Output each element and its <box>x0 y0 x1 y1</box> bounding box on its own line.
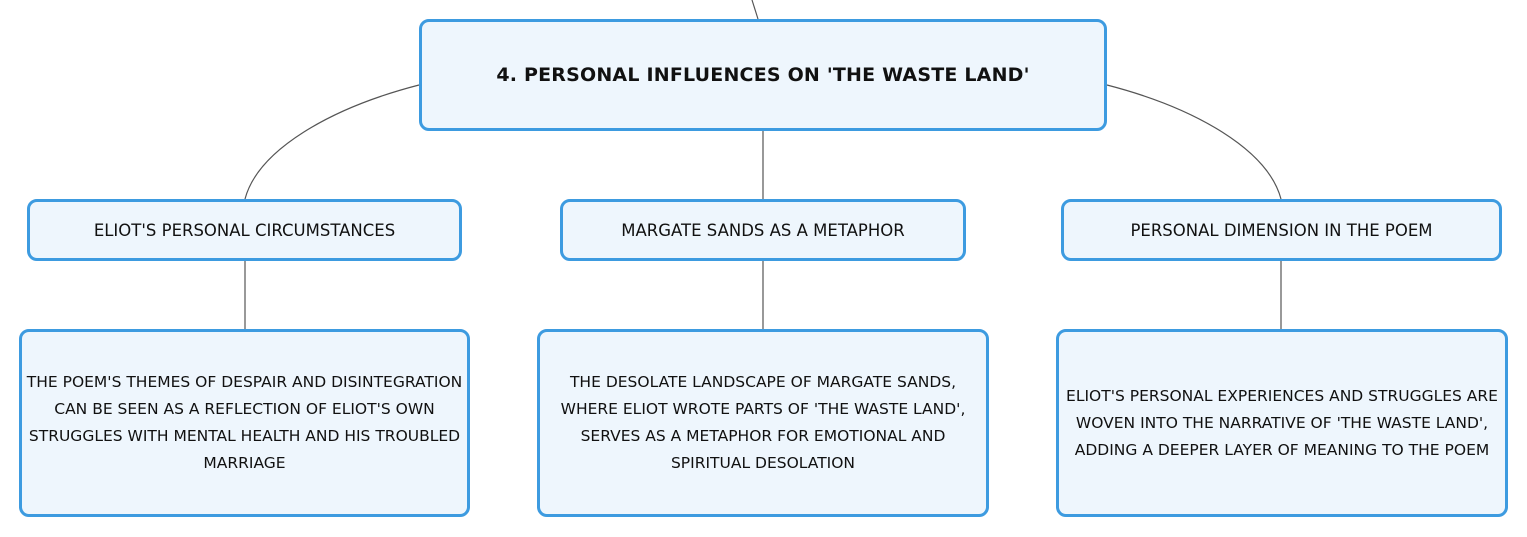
detail-text: THE DESOLATE LANDSCAPE OF MARGATE SANDS,… <box>560 373 966 472</box>
branch-node-personal-dimension[interactable]: PERSONAL DIMENSION IN THE POEM <box>1061 199 1502 261</box>
branch-label: MARGATE SANDS AS A METAPHOR <box>621 220 905 240</box>
branch-label: ELIOT'S PERSONAL CIRCUMSTANCES <box>93 220 396 240</box>
branch-node-margate-sands[interactable]: MARGATE SANDS AS A METAPHOR <box>560 199 966 261</box>
detail-node-personal-dimension[interactable]: ELIOT'S PERSONAL EXPERIENCES AND STRUGGL… <box>1056 329 1508 517</box>
detail-node-eliots-personal-circumstances[interactable]: THE POEM'S THEMES OF DESPAIR AND DISINTE… <box>19 329 470 517</box>
detail-text: THE POEM'S THEMES OF DESPAIR AND DISINTE… <box>26 373 463 472</box>
branch-label: PERSONAL DIMENSION IN THE POEM <box>1130 220 1433 240</box>
root-topic-label: 4. PERSONAL INFLUENCES ON 'THE WASTE LAN… <box>496 64 1030 86</box>
detail-text: ELIOT'S PERSONAL EXPERIENCES AND STRUGGL… <box>1066 386 1498 459</box>
branch-node-eliots-personal-circumstances[interactable]: ELIOT'S PERSONAL CIRCUMSTANCES <box>27 199 462 261</box>
root-topic-node[interactable]: 4. PERSONAL INFLUENCES ON 'THE WASTE LAN… <box>419 19 1107 131</box>
connector-root-to-branch-3 <box>1106 84 1282 200</box>
detail-node-margate-sands[interactable]: THE DESOLATE LANDSCAPE OF MARGATE SANDS,… <box>537 329 989 517</box>
connector-root-to-branch-1 <box>244 84 420 200</box>
connector-parent-to-root <box>751 0 759 20</box>
